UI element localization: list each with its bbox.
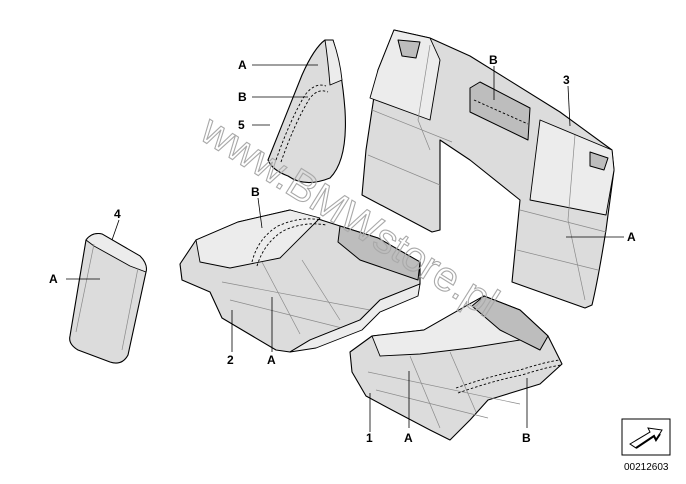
backrest-cover <box>361 29 615 309</box>
callout-2: 2 <box>227 353 234 367</box>
callout-1: 1 <box>366 431 373 445</box>
armrest-cover <box>69 233 147 364</box>
document-number: 00212603 <box>624 462 669 473</box>
callout-labels: A B 5 B 4 A 2 A B 3 A 1 A B <box>49 53 636 445</box>
leader-lines <box>66 64 624 432</box>
arrow-icon <box>621 418 671 456</box>
callout-B-left-cushion: B <box>251 185 260 199</box>
callout-B-backrest: B <box>489 53 498 67</box>
left-seat-cushion-cover <box>179 209 421 353</box>
callout-3: 3 <box>563 73 570 87</box>
side-bolster-trim <box>267 39 346 184</box>
right-seat-cushion-cover <box>349 295 563 441</box>
callout-B-bolster: B <box>238 90 247 104</box>
callout-A-left-cushion: A <box>267 353 276 367</box>
callout-A-armrest: A <box>49 272 58 286</box>
callout-4: 4 <box>114 207 121 221</box>
callout-5: 5 <box>238 118 245 132</box>
callout-A-right-cushion: A <box>404 431 413 445</box>
callout-A-backrest: A <box>627 230 636 244</box>
callout-A-bolster: A <box>238 58 247 72</box>
callout-B-right-cushion: B <box>522 431 531 445</box>
